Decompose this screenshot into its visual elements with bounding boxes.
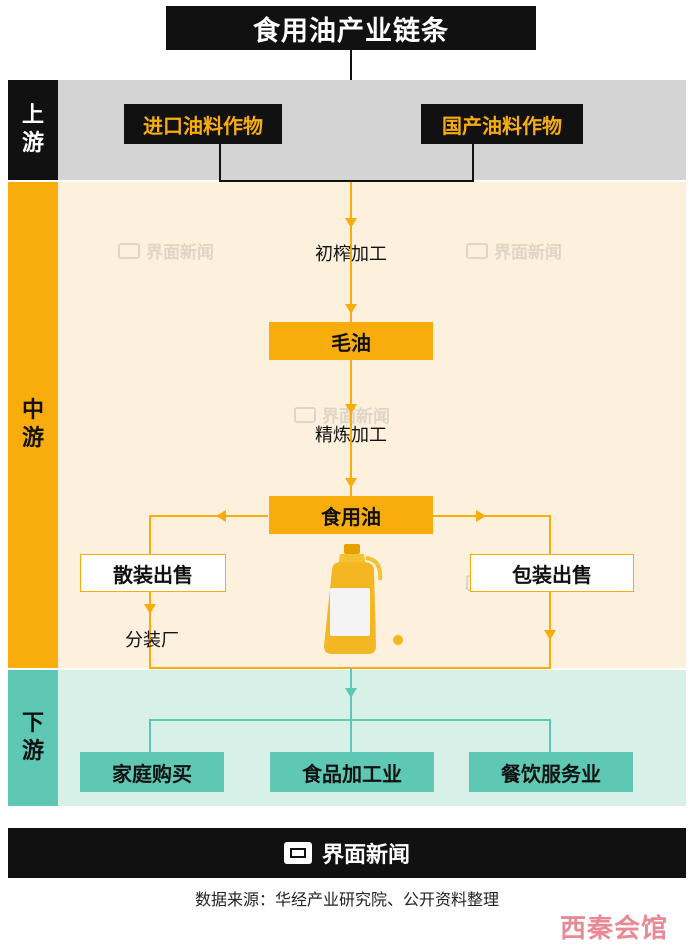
corner-brand: 西秦会馆	[560, 914, 669, 944]
watermark: 界面新闻	[466, 238, 562, 263]
watermark: 界面新闻	[118, 238, 214, 263]
oil-bottle-icon	[324, 544, 403, 654]
midstream-label: 中 游	[8, 182, 58, 668]
data-source: 数据来源：华经产业研究院、公开资料整理	[194, 890, 499, 909]
upstream-node-imported: 进口油料作物	[124, 104, 282, 144]
watermark-logo-icon	[466, 242, 488, 259]
downstream-label: 下 游	[8, 670, 58, 806]
downstream-node-food-processing: 食品加工业	[270, 752, 434, 792]
node-crude-oil: 毛油	[269, 322, 433, 360]
watermark-logo-icon	[294, 406, 316, 423]
upstream-node-domestic: 国产油料作物	[421, 104, 583, 144]
node-bulk-sale: 散装出售	[80, 554, 226, 592]
step-refining: 精炼加工	[315, 425, 387, 446]
downstream-node-catering: 餐饮服务业	[469, 752, 633, 792]
footer-bar: 界面新闻	[8, 828, 686, 878]
diagram-title: 食用油产业链条	[166, 6, 536, 50]
footer-brand: 界面新闻	[321, 843, 410, 868]
jiemian-logo-icon	[283, 842, 312, 864]
upstream-label: 上 游	[8, 80, 58, 180]
downstream-node-household: 家庭购买	[80, 752, 224, 792]
watermark-logo-icon	[118, 242, 140, 259]
node-edible-oil: 食用油	[269, 496, 433, 534]
step-pressing: 初榨加工	[315, 244, 387, 265]
node-repack-factory: 分装厂	[125, 630, 179, 651]
node-packaged-sale: 包装出售	[470, 554, 634, 592]
watermark: 界面新闻	[294, 402, 390, 427]
